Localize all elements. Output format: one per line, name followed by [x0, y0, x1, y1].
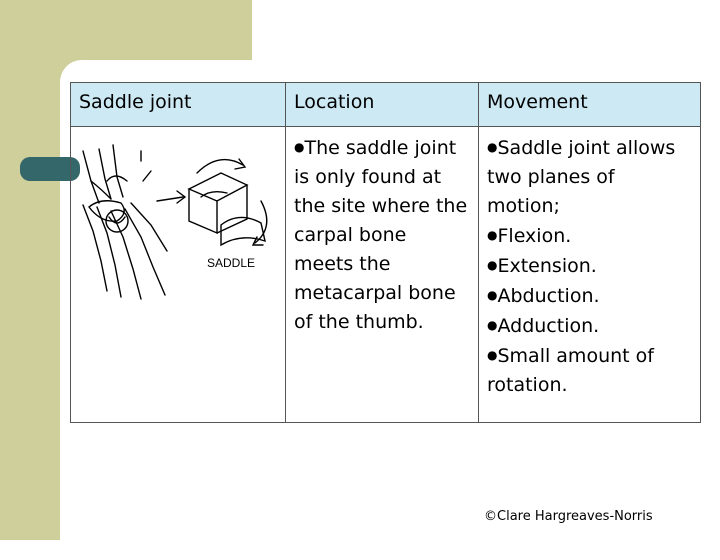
bullet-icon: ● — [487, 140, 498, 154]
movement-cell: ●Saddle joint allows two planes of motio… — [478, 126, 701, 423]
bullet-icon: ● — [487, 228, 498, 242]
copyright-footer: ©Clare Hargreaves-Norris — [484, 509, 653, 524]
table-body-row: SADDLE ●The saddle joint is only found a… — [70, 126, 701, 423]
table-header-row: Saddle joint Location Movement — [70, 82, 701, 127]
movement-item: ●Flexion. — [487, 221, 692, 251]
header-saddle-joint: Saddle joint — [70, 82, 286, 127]
bullet-icon: ● — [487, 318, 498, 332]
location-text: The saddle joint is only found at the si… — [294, 137, 468, 333]
saddle-label: SADDLE — [207, 256, 255, 270]
movement-intro-item: ●Saddle joint allows two planes of motio… — [487, 133, 692, 221]
hand-saddle-diagram: SADDLE — [82, 144, 268, 300]
bullet-icon: ● — [487, 288, 498, 302]
movement-item: ●Adduction. — [487, 311, 692, 341]
movement-item-text: Adduction. — [497, 315, 600, 337]
bullet-icon: ● — [487, 348, 498, 362]
illustration-cell: SADDLE — [70, 126, 286, 423]
movement-item: ●Extension. — [487, 251, 692, 281]
bullet-icon: ● — [487, 258, 498, 272]
header-movement: Movement — [478, 82, 701, 127]
location-cell: ●The saddle joint is only found at the s… — [285, 126, 479, 423]
movement-item-text: Flexion. — [497, 225, 572, 247]
saddle-joint-illustration: SADDLE — [71, 127, 285, 422]
header-location: Location — [285, 82, 479, 127]
movement-item-text: Abduction. — [497, 285, 600, 307]
saddle-joint-table: Saddle joint Location Movement — [70, 82, 701, 423]
movement-item: ●Abduction. — [487, 281, 692, 311]
bullet-icon: ● — [294, 140, 305, 154]
movement-intro: Saddle joint allows two planes of motion… — [487, 137, 676, 217]
movement-item: ●Small amount of rotation. — [487, 341, 692, 400]
movement-item-text: Small amount of rotation. — [487, 345, 654, 396]
movement-item-text: Extension. — [497, 255, 597, 277]
